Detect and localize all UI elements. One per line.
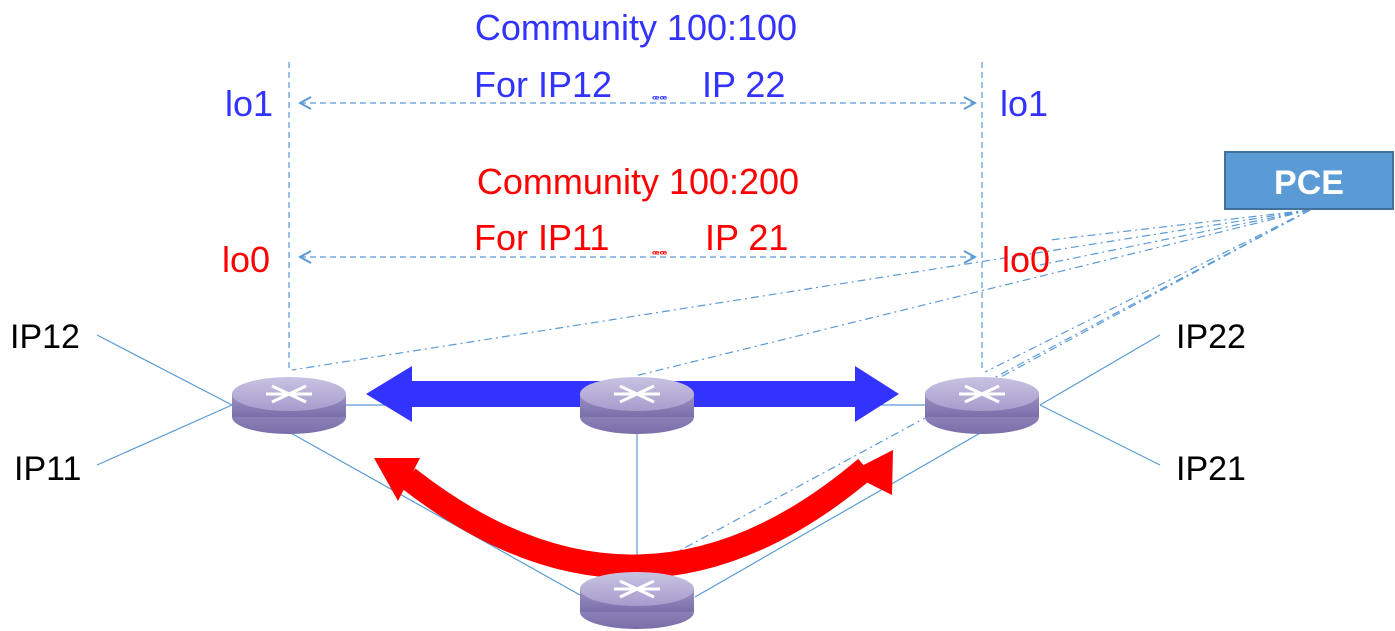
lo1-left-label: lo1 xyxy=(225,83,273,124)
blue-for-suffix: IP 22 xyxy=(702,64,785,105)
ip21-label: IP21 xyxy=(1176,450,1246,488)
red-arrow-glyph: ꟹꟹ xyxy=(652,249,668,261)
red-community-label: Community 100:200 xyxy=(477,161,799,202)
router-icon-bottom[interactable] xyxy=(580,572,694,629)
pce-label: PCE xyxy=(1274,164,1344,202)
pce-box[interactable]: PCE xyxy=(1224,151,1394,210)
red-for-prefix: For IP11 xyxy=(474,217,609,258)
ip12-label: IP12 xyxy=(10,318,80,356)
router-icon-center[interactable] xyxy=(580,377,694,434)
blue-arrow-glyph: ꟹꟹ xyxy=(652,94,668,106)
lo0-left-label: lo0 xyxy=(222,239,270,280)
ip11-label: IP11 xyxy=(14,450,81,488)
red-path-arrow xyxy=(374,450,893,579)
ip22-label: IP22 xyxy=(1176,318,1246,356)
blue-community-label: Community 100:100 xyxy=(475,7,797,48)
router-icon-left[interactable] xyxy=(232,377,346,434)
lo0-right-label: lo0 xyxy=(1002,239,1050,280)
blue-for-prefix: For IP12 xyxy=(474,64,612,105)
lo1-right-label: lo1 xyxy=(1000,83,1048,124)
red-for-suffix: IP 21 xyxy=(705,217,788,258)
router-icon-right[interactable] xyxy=(925,377,1039,434)
